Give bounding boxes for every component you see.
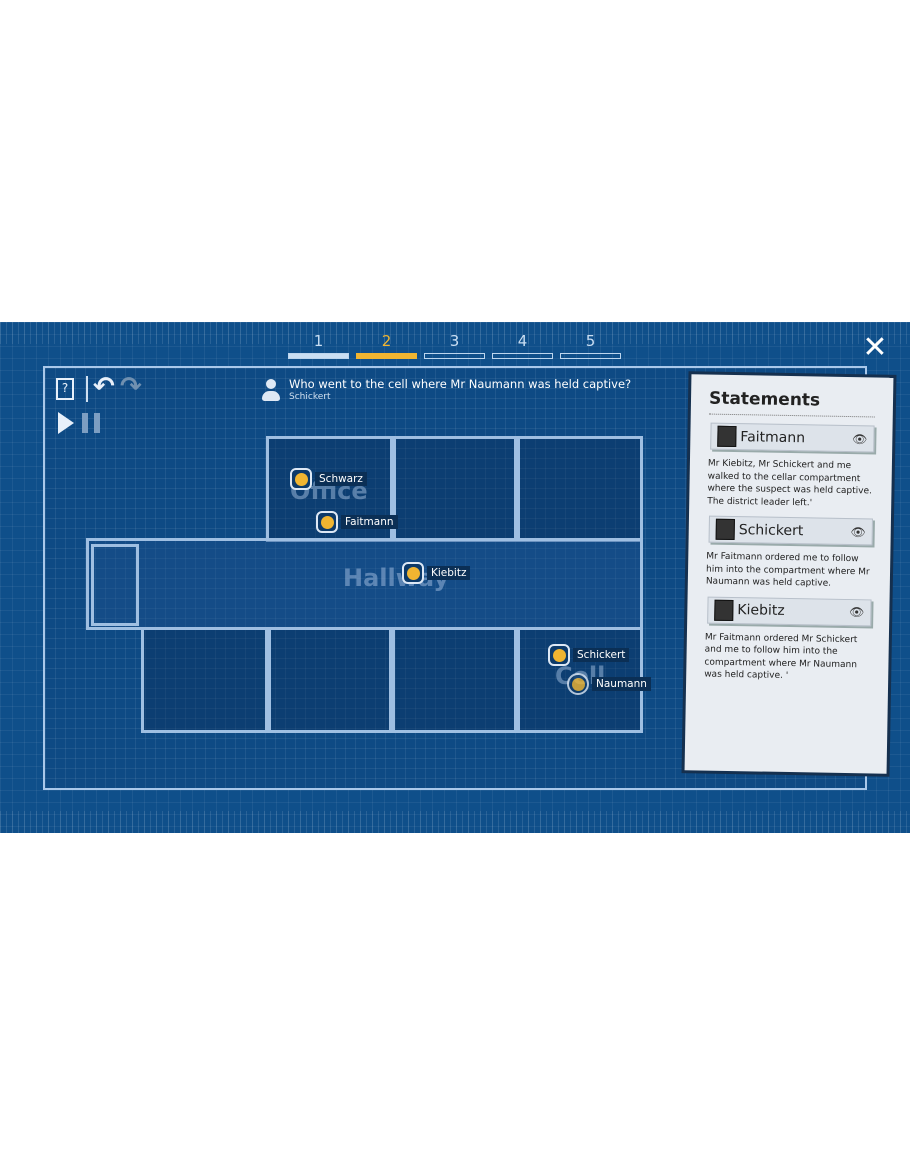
- room[interactable]: [268, 627, 392, 733]
- step-4[interactable]: 4: [492, 332, 553, 359]
- game-screen: 1 2 3 4 5 ✕ ? ↶ ↷ Who went to the cell w…: [0, 322, 910, 833]
- step-progress: 1 2 3 4 5: [288, 332, 621, 359]
- ruler-top: [0, 322, 910, 344]
- divider: [86, 376, 88, 402]
- character-marker-schickert[interactable]: Schickert: [548, 644, 630, 666]
- statements-title: Statements: [708, 388, 876, 418]
- portrait-icon: [717, 425, 737, 448]
- person-icon: [548, 644, 570, 666]
- play-icon[interactable]: [58, 412, 74, 434]
- statement-card-schickert[interactable]: Schickert 👁: [708, 515, 873, 546]
- question-text: Who went to the cell where Mr Naumann wa…: [289, 377, 632, 391]
- character-marker-kiebitz[interactable]: Kiebitz: [402, 562, 471, 584]
- person-icon: [567, 673, 589, 695]
- eye-icon[interactable]: 👁: [850, 524, 866, 539]
- step-1[interactable]: 1: [288, 332, 349, 359]
- step-label: 5: [585, 332, 596, 350]
- undo-icon[interactable]: ↶: [93, 372, 115, 402]
- statement-name: Schickert: [738, 521, 804, 539]
- person-icon: [316, 511, 338, 533]
- marker-label: Schwarz: [315, 472, 367, 486]
- room[interactable]: [517, 436, 643, 542]
- room[interactable]: [392, 627, 517, 733]
- ruler-bottom: [0, 811, 910, 833]
- statement-text: Mr Kiebitz, Mr Schickert and me walked t…: [707, 458, 873, 508]
- step-label: 1: [313, 332, 324, 350]
- character-marker-naumann[interactable]: Naumann: [567, 673, 651, 695]
- statement-card-faitmann[interactable]: Faitmann 👁: [710, 422, 875, 453]
- step-label: 2: [381, 332, 392, 350]
- portrait-icon: [715, 518, 735, 541]
- portrait-icon: [714, 599, 734, 621]
- step-5[interactable]: 5: [560, 332, 621, 359]
- redo-icon[interactable]: ↷: [120, 372, 142, 402]
- eye-icon[interactable]: 👁: [848, 605, 865, 620]
- step-3[interactable]: 3: [424, 332, 485, 359]
- statements-panel: Statements Faitmann 👁 Mr Kiebitz, Mr Schi…: [684, 374, 894, 774]
- statement-name: Kiebitz: [737, 602, 785, 619]
- stairs: [91, 544, 139, 626]
- step-label: 4: [517, 332, 528, 350]
- close-icon[interactable]: ✕: [862, 330, 888, 365]
- eye-icon[interactable]: 👁: [852, 431, 868, 446]
- marker-label: Schickert: [573, 648, 630, 662]
- pause-icon[interactable]: [82, 413, 100, 433]
- help-book-icon[interactable]: ?: [56, 378, 74, 400]
- statement-text: Mr Faitmann ordered Mr Schickert and me …: [704, 632, 858, 682]
- step-2[interactable]: 2: [356, 332, 417, 359]
- person-icon: [290, 468, 312, 490]
- step-label: 3: [449, 332, 460, 350]
- room[interactable]: [141, 627, 268, 733]
- marker-label: Faitmann: [341, 515, 398, 529]
- marker-label: Kiebitz: [427, 566, 471, 580]
- character-marker-faitmann[interactable]: Faitmann: [316, 511, 398, 533]
- statement-name: Faitmann: [740, 428, 806, 446]
- person-icon: [262, 379, 280, 403]
- marker-label: Naumann: [592, 677, 651, 691]
- hallway[interactable]: [86, 538, 643, 630]
- room[interactable]: [393, 436, 517, 542]
- statement-card-kiebitz[interactable]: Kiebitz 👁: [707, 596, 872, 626]
- person-icon: [402, 562, 424, 584]
- statement-text: Mr Faitmann ordered me to follow him int…: [705, 551, 870, 589]
- character-marker-schwarz[interactable]: Schwarz: [290, 468, 367, 490]
- question-speaker: Schickert: [289, 392, 331, 402]
